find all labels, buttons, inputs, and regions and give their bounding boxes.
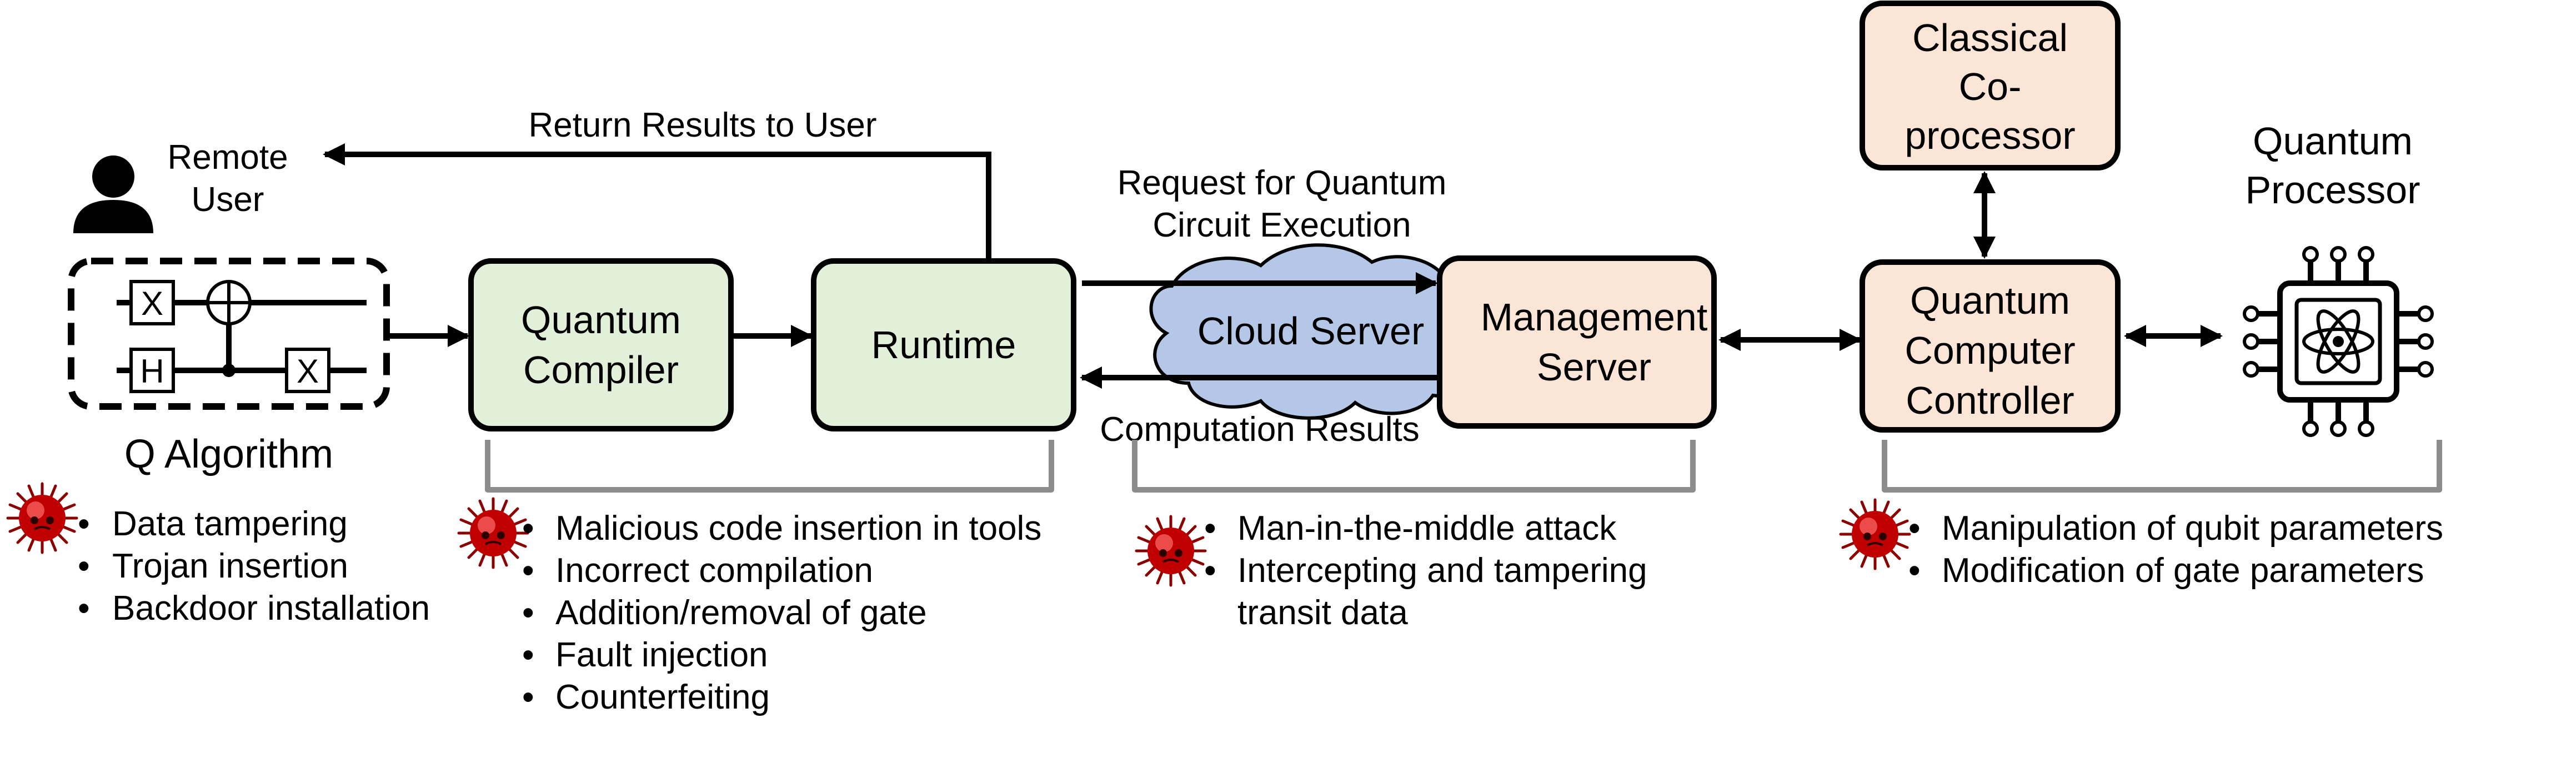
threat-item: Trojan insertion bbox=[112, 547, 348, 585]
cloud-server-label: Cloud Server bbox=[1197, 309, 1425, 353]
return-results-arrow bbox=[323, 143, 991, 261]
remote-user-label-line1: Remote bbox=[167, 138, 288, 177]
q-algorithm-label: Q Algorithm bbox=[124, 432, 333, 476]
svg-text:•: • bbox=[522, 594, 534, 632]
virus-icon-network bbox=[1136, 516, 1205, 585]
threat-item: Data tampering bbox=[112, 505, 348, 543]
return-results-label: Return Results to User bbox=[528, 106, 876, 144]
quantum-chip-icon bbox=[2243, 246, 2434, 437]
request-label-line2: Circuit Execution bbox=[1152, 206, 1411, 244]
svg-text:•: • bbox=[1204, 509, 1216, 548]
remote-user-icon bbox=[73, 155, 153, 233]
request-label-line1: Request for Quantum bbox=[1117, 164, 1447, 202]
controller-label-line1: Quantum bbox=[1910, 279, 2070, 322]
management-server-label-line2: Server bbox=[1537, 345, 1651, 389]
threat-item: Counterfeiting bbox=[555, 678, 770, 716]
threat-item: Backdoor installation bbox=[112, 589, 430, 628]
quantum-processor-label-line2: Processor bbox=[2245, 168, 2420, 212]
threat-item: Intercepting and tampering bbox=[1237, 551, 1647, 590]
threat-item: Malicious code insertion in tools bbox=[555, 509, 1041, 548]
q-algorithm-box bbox=[68, 258, 390, 410]
gate-h: H bbox=[140, 353, 164, 390]
threats-algorithm: • • • Data tampering Trojan insertion Ba… bbox=[78, 505, 430, 628]
quantum-circuit bbox=[117, 280, 367, 393]
hardware-brace bbox=[1882, 440, 2442, 493]
threat-item: Addition/removal of gate bbox=[555, 594, 927, 632]
management-server-box bbox=[1437, 255, 1717, 429]
controller-label-line3: Controller bbox=[1906, 379, 2074, 422]
svg-text:•: • bbox=[78, 505, 90, 543]
quantum-compiler-box bbox=[468, 258, 734, 431]
threat-item: Modification of gate parameters bbox=[1942, 551, 2424, 590]
gate-x-2: X bbox=[297, 353, 319, 390]
virus-icon-hardware bbox=[1841, 500, 1910, 569]
coprocessor-label-line1: Classical bbox=[1912, 16, 2068, 59]
quantum-compiler-label-line2: Compiler bbox=[523, 348, 679, 391]
svg-text:•: • bbox=[78, 589, 90, 628]
runtime-label: Runtime bbox=[871, 323, 1016, 367]
quantum-compiler-label-line1: Quantum bbox=[521, 298, 681, 342]
threats-hardware: • • Manipulation of qubit parameters Mod… bbox=[1908, 509, 2443, 590]
coprocessor-label-line2: Co- bbox=[1959, 65, 2022, 108]
threats-compiler: • • • • • Malicious code insertion in to… bbox=[522, 509, 1041, 716]
controller-label-line2: Computer bbox=[1905, 329, 2075, 372]
remote-user-label-line2: User bbox=[192, 180, 264, 219]
virus-icon-compiler bbox=[459, 499, 528, 568]
management-server-label-line1: Management bbox=[1481, 295, 1708, 339]
network-brace bbox=[1132, 440, 1696, 493]
compiler-runtime-brace bbox=[485, 440, 1054, 493]
svg-text:•: • bbox=[78, 547, 90, 585]
svg-text:•: • bbox=[522, 636, 534, 674]
threats-network: • • Man-in-the-middle attack Interceptin… bbox=[1204, 509, 1647, 632]
computation-results-label: Computation Results bbox=[1100, 410, 1420, 449]
threat-item: Fault injection bbox=[555, 636, 768, 674]
runtime-box bbox=[811, 258, 1076, 431]
classical-coprocessor-box bbox=[1860, 1, 2121, 170]
svg-text:•: • bbox=[1908, 551, 1921, 590]
svg-text:•: • bbox=[1908, 509, 1921, 548]
svg-text:•: • bbox=[522, 509, 534, 548]
threat-item: transit data bbox=[1237, 594, 1408, 632]
svg-text:•: • bbox=[522, 551, 534, 590]
quantum-processor-label-line1: Quantum bbox=[2253, 119, 2413, 163]
virus-icon-algorithm bbox=[8, 484, 77, 553]
svg-text:•: • bbox=[1204, 551, 1216, 590]
svg-text:•: • bbox=[522, 678, 534, 716]
threat-item: Incorrect compilation bbox=[555, 551, 873, 590]
threat-item: Manipulation of qubit parameters bbox=[1942, 509, 2443, 548]
coprocessor-label-line3: processor bbox=[1905, 114, 2075, 157]
quantum-controller-box bbox=[1860, 259, 2121, 433]
gate-x-1: X bbox=[141, 285, 163, 322]
threat-item: Man-in-the-middle attack bbox=[1237, 509, 1617, 548]
